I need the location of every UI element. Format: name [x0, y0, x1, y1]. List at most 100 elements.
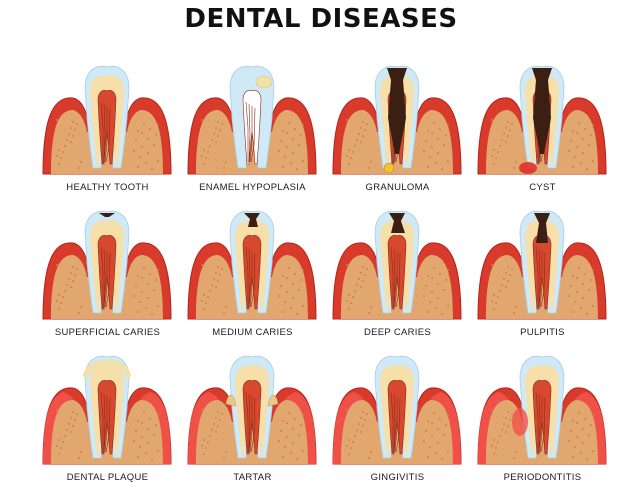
bone-dot — [588, 289, 590, 291]
bone-dot — [352, 296, 354, 298]
bone-dot — [586, 313, 588, 315]
bone-dot — [346, 119, 348, 121]
bone-dot — [135, 140, 137, 142]
bone-dot — [298, 434, 300, 436]
bone-dot — [149, 128, 151, 130]
bone-dot — [423, 150, 425, 152]
bone-dot — [491, 119, 493, 121]
bone-dot — [501, 429, 503, 431]
bone-dot — [499, 435, 501, 437]
disease-label: MEDIUM CARIES — [212, 327, 293, 338]
dental-plaque-illustration — [42, 355, 172, 465]
bone-dot — [576, 277, 578, 279]
bone-dot — [586, 168, 588, 170]
bone-dot — [507, 280, 509, 282]
bone-dot — [497, 296, 499, 298]
bone-dot — [213, 278, 215, 280]
bone-dot — [141, 132, 143, 134]
bone-dot — [592, 305, 594, 307]
bone-dot — [203, 453, 205, 455]
bone-dot — [362, 425, 364, 427]
medium-caries-illustration — [187, 210, 317, 320]
nerve-line — [539, 251, 543, 308]
bone-dot — [211, 139, 213, 141]
bone-dot — [280, 430, 282, 432]
decay — [389, 213, 405, 233]
bone-dot — [505, 286, 507, 288]
bone-dot — [582, 297, 584, 299]
bone-dot — [135, 430, 137, 432]
bone-dot — [503, 133, 505, 135]
bone-dot — [286, 291, 288, 293]
bone-dot — [592, 124, 594, 126]
bone-dot — [427, 166, 429, 168]
bone-dot — [493, 163, 495, 165]
bone-dot — [145, 307, 147, 309]
bone-dot — [203, 308, 205, 310]
bone-dot — [72, 121, 74, 123]
nerve-line — [393, 248, 396, 308]
bone-dot — [60, 157, 62, 159]
bone-dot — [352, 441, 354, 443]
bone-dot — [360, 127, 362, 129]
bone-dot — [211, 284, 213, 286]
bone-dot — [225, 306, 227, 308]
bone-dot — [423, 440, 425, 442]
bone-dot — [137, 130, 139, 132]
bone-dot — [133, 440, 135, 442]
bone-dot — [445, 134, 447, 136]
bone-dot — [62, 441, 64, 443]
disease-label: PERIODONTITIS — [503, 472, 582, 483]
bone-dot — [592, 414, 594, 416]
bone-dot — [592, 160, 594, 162]
bone-dot — [207, 151, 209, 153]
bone-dot — [203, 294, 205, 296]
bone-dot — [447, 269, 449, 271]
bone-dot — [300, 279, 302, 281]
bone-dot — [346, 445, 348, 447]
bone-dot — [364, 274, 366, 276]
bone-dot — [302, 305, 304, 307]
bone-dot — [147, 152, 149, 154]
disease-card-dental-plaque: DENTAL PLAQUE — [35, 348, 180, 492]
nerve-line — [245, 246, 249, 307]
bone-dot — [358, 423, 360, 425]
bone-dot — [280, 140, 282, 142]
disease-label: ENAMEL HYPOPLASIA — [199, 182, 306, 193]
bone-dot — [286, 436, 288, 438]
bone-dot — [350, 157, 352, 159]
cyst-illustration — [477, 65, 607, 175]
bone-dot — [576, 291, 578, 293]
bone-dot — [157, 450, 159, 452]
bone-dot — [437, 428, 439, 430]
bone-dot — [68, 133, 70, 135]
bone-dot — [74, 129, 76, 131]
bone-dot — [495, 157, 497, 159]
decay — [532, 68, 552, 154]
bone-dot — [217, 121, 219, 123]
bone-dot — [439, 418, 441, 420]
bone-dot — [495, 302, 497, 304]
bone-dot — [513, 312, 515, 314]
bone-dot — [155, 279, 157, 281]
bone-dot — [366, 123, 368, 125]
bone-dot — [360, 286, 362, 288]
nerve-line — [104, 106, 108, 163]
bone-dot — [572, 275, 574, 277]
bone-dot — [278, 150, 280, 152]
nerve-line — [249, 106, 253, 163]
bone-dot — [209, 145, 211, 147]
bone-dot — [215, 272, 217, 274]
disease-card-superficial-caries: SUPERFICIAL CARIES — [35, 203, 180, 347]
bone-dot — [203, 439, 205, 441]
bone-dot — [431, 132, 433, 134]
bone-dot — [137, 420, 139, 422]
bone-dot — [201, 300, 203, 302]
bone-dot — [302, 414, 304, 416]
bone-dot — [60, 302, 62, 304]
bone-dot — [578, 267, 580, 269]
bone-dot — [576, 146, 578, 148]
bone-dot — [431, 436, 433, 438]
bone-dot — [578, 412, 580, 414]
bone-dot — [433, 412, 435, 414]
